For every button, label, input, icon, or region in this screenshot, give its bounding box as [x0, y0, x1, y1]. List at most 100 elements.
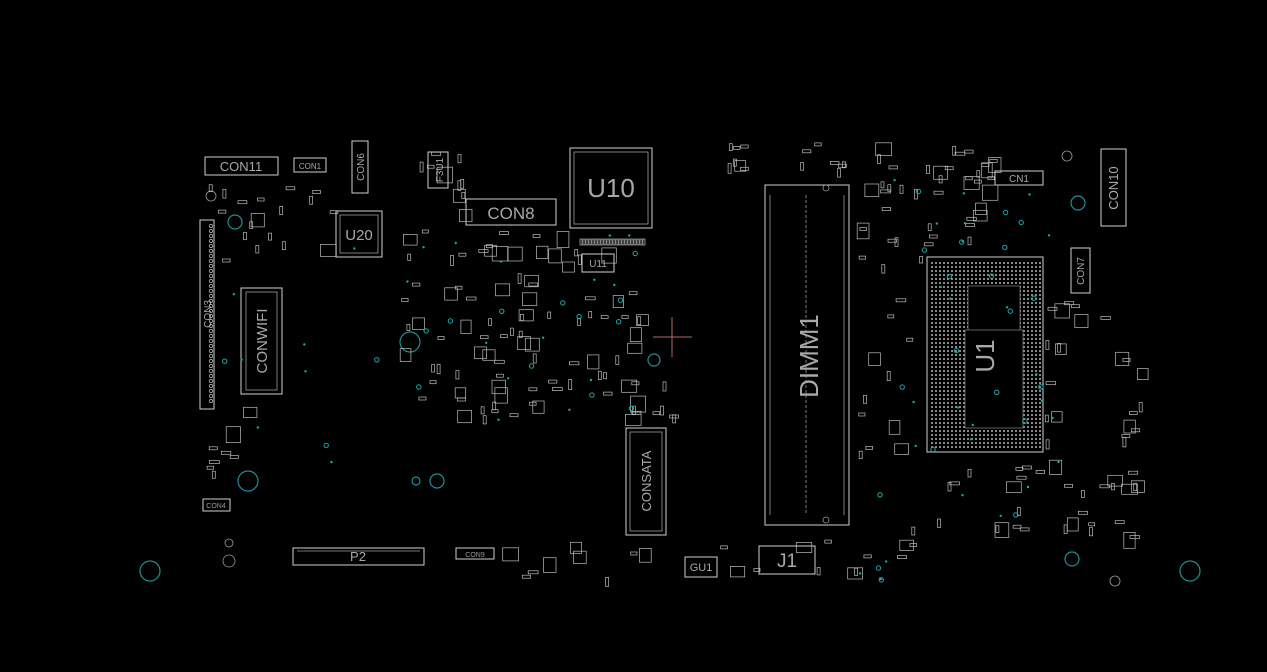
pin	[209, 239, 213, 243]
passive-part	[944, 166, 954, 171]
bga-ball	[1027, 418, 1029, 420]
bga-ball	[951, 446, 953, 448]
passive-part	[577, 254, 582, 265]
j1-label: J1	[777, 551, 797, 572]
bga-ball	[951, 422, 953, 424]
con3-connector[interactable]: CON3	[199, 219, 215, 410]
bga-ball	[1027, 422, 1029, 424]
passive-part	[461, 191, 466, 199]
bga-ball	[1035, 446, 1037, 448]
via	[949, 297, 952, 300]
bga-ball	[1015, 282, 1017, 284]
con7-connector[interactable]: CON7	[1070, 247, 1091, 294]
conwifi-connector[interactable]: CONWIFI	[240, 287, 283, 395]
bga-ball	[959, 382, 961, 384]
passive-part	[499, 231, 509, 235]
bga-ball	[975, 278, 977, 280]
passive-part	[510, 327, 514, 336]
con11-connector[interactable]: CON11	[204, 156, 279, 176]
bga-ball	[1011, 270, 1013, 272]
pin	[582, 238, 586, 246]
passive-part	[858, 255, 866, 260]
passive-part	[570, 541, 582, 554]
passive-part	[597, 370, 602, 380]
con1-small-connector[interactable]: CON1	[293, 157, 327, 173]
bga-ball	[1003, 262, 1005, 264]
bga-ball	[975, 430, 977, 432]
con4-connector[interactable]: CON4	[202, 498, 231, 512]
bga-ball	[959, 434, 961, 436]
passive-part	[636, 314, 649, 326]
passive-part	[954, 151, 966, 156]
bga-ball	[943, 338, 945, 340]
con10-connector[interactable]: CON10	[1100, 148, 1127, 227]
bga-ball	[1035, 342, 1037, 344]
bga-ball	[931, 278, 933, 280]
passive-part	[929, 234, 938, 239]
passive-part	[865, 446, 873, 450]
bga-ball	[939, 446, 941, 448]
bga-ball	[947, 422, 949, 424]
passive-part	[491, 246, 509, 262]
bga-ball	[975, 282, 977, 284]
conwifi-label: CONWIFI	[254, 309, 271, 374]
gu1-chip[interactable]: GU1	[684, 556, 718, 578]
bga-ball	[931, 302, 933, 304]
bga-ball	[995, 434, 997, 436]
passive-part	[217, 209, 227, 214]
bga-ball	[1011, 282, 1013, 284]
passive-part	[1021, 465, 1032, 470]
passive-part	[444, 287, 458, 301]
bga-ball	[1035, 314, 1037, 316]
bga-ball	[1031, 438, 1033, 440]
bga-ball	[935, 406, 937, 408]
bga-ball	[939, 410, 941, 412]
u1-cpu[interactable]: U1	[926, 256, 1044, 453]
bga-ball	[959, 398, 961, 400]
pin	[209, 389, 213, 393]
bga-ball	[947, 386, 949, 388]
passive-part	[965, 176, 973, 181]
dimm1-slot[interactable]: DIMM1	[764, 184, 850, 526]
bga-ball	[1039, 378, 1041, 380]
passive-part	[455, 370, 460, 380]
bga-ball	[931, 414, 933, 416]
con8-connector[interactable]: CON8	[465, 198, 557, 226]
bga-ball	[1015, 270, 1017, 272]
bga-ball	[1031, 366, 1033, 368]
passive-part	[615, 355, 620, 365]
bga-ball	[1035, 334, 1037, 336]
bga-ball	[1003, 270, 1005, 272]
bga-ball	[1019, 430, 1021, 432]
bga-ball	[1027, 402, 1029, 404]
bga-ball	[1035, 286, 1037, 288]
consata-connector[interactable]: CONSATA	[625, 427, 667, 536]
j1-connector[interactable]: J1	[758, 545, 816, 575]
bga-ball	[1027, 370, 1029, 372]
bga-ball	[979, 266, 981, 268]
u10-chip[interactable]: U10	[569, 147, 653, 229]
bga-ball	[943, 310, 945, 312]
bga-ball	[955, 422, 957, 424]
passive-part	[485, 244, 493, 249]
bga-ball	[1031, 406, 1033, 408]
p2-connector[interactable]: P2	[292, 547, 425, 566]
con9-connector[interactable]: CON9	[455, 547, 495, 560]
bga-ball	[935, 342, 937, 344]
via	[877, 492, 883, 498]
u20-chip[interactable]: U20	[335, 210, 383, 258]
bga-ball	[935, 386, 937, 388]
bga-ball	[1019, 438, 1021, 440]
con6-connector[interactable]: CON6	[351, 140, 369, 194]
bga-ball	[947, 394, 949, 396]
via	[1007, 308, 1013, 314]
bga-ball	[935, 262, 937, 264]
passive-part	[895, 298, 907, 303]
passive-part	[963, 176, 980, 190]
cn1-connector[interactable]: CN1	[994, 170, 1044, 186]
bga-ball	[935, 418, 937, 420]
passive-part	[1045, 340, 1050, 350]
bga-ball	[1031, 302, 1033, 304]
passive-part	[1128, 470, 1139, 475]
